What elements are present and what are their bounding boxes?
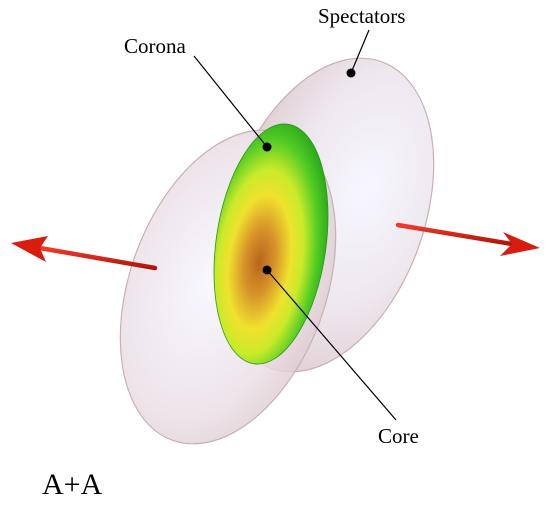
core-leader-line: [266, 269, 397, 421]
core-label: Core: [378, 424, 419, 448]
collision-system-label: A+A: [42, 468, 103, 501]
spectators-marker-dot: [346, 68, 356, 78]
spectators-leader-line: [350, 29, 370, 74]
arrow-left-icon: [11, 236, 158, 271]
corona-core-shape: [213, 123, 329, 365]
corona-leader-line: [193, 55, 268, 148]
corona-label: Corona: [124, 34, 186, 58]
arrow-right-icon: [395, 222, 540, 256]
core-marker-dot: [262, 265, 272, 275]
corona-marker-dot: [262, 142, 272, 152]
spectators-label: Spectators: [318, 4, 406, 28]
